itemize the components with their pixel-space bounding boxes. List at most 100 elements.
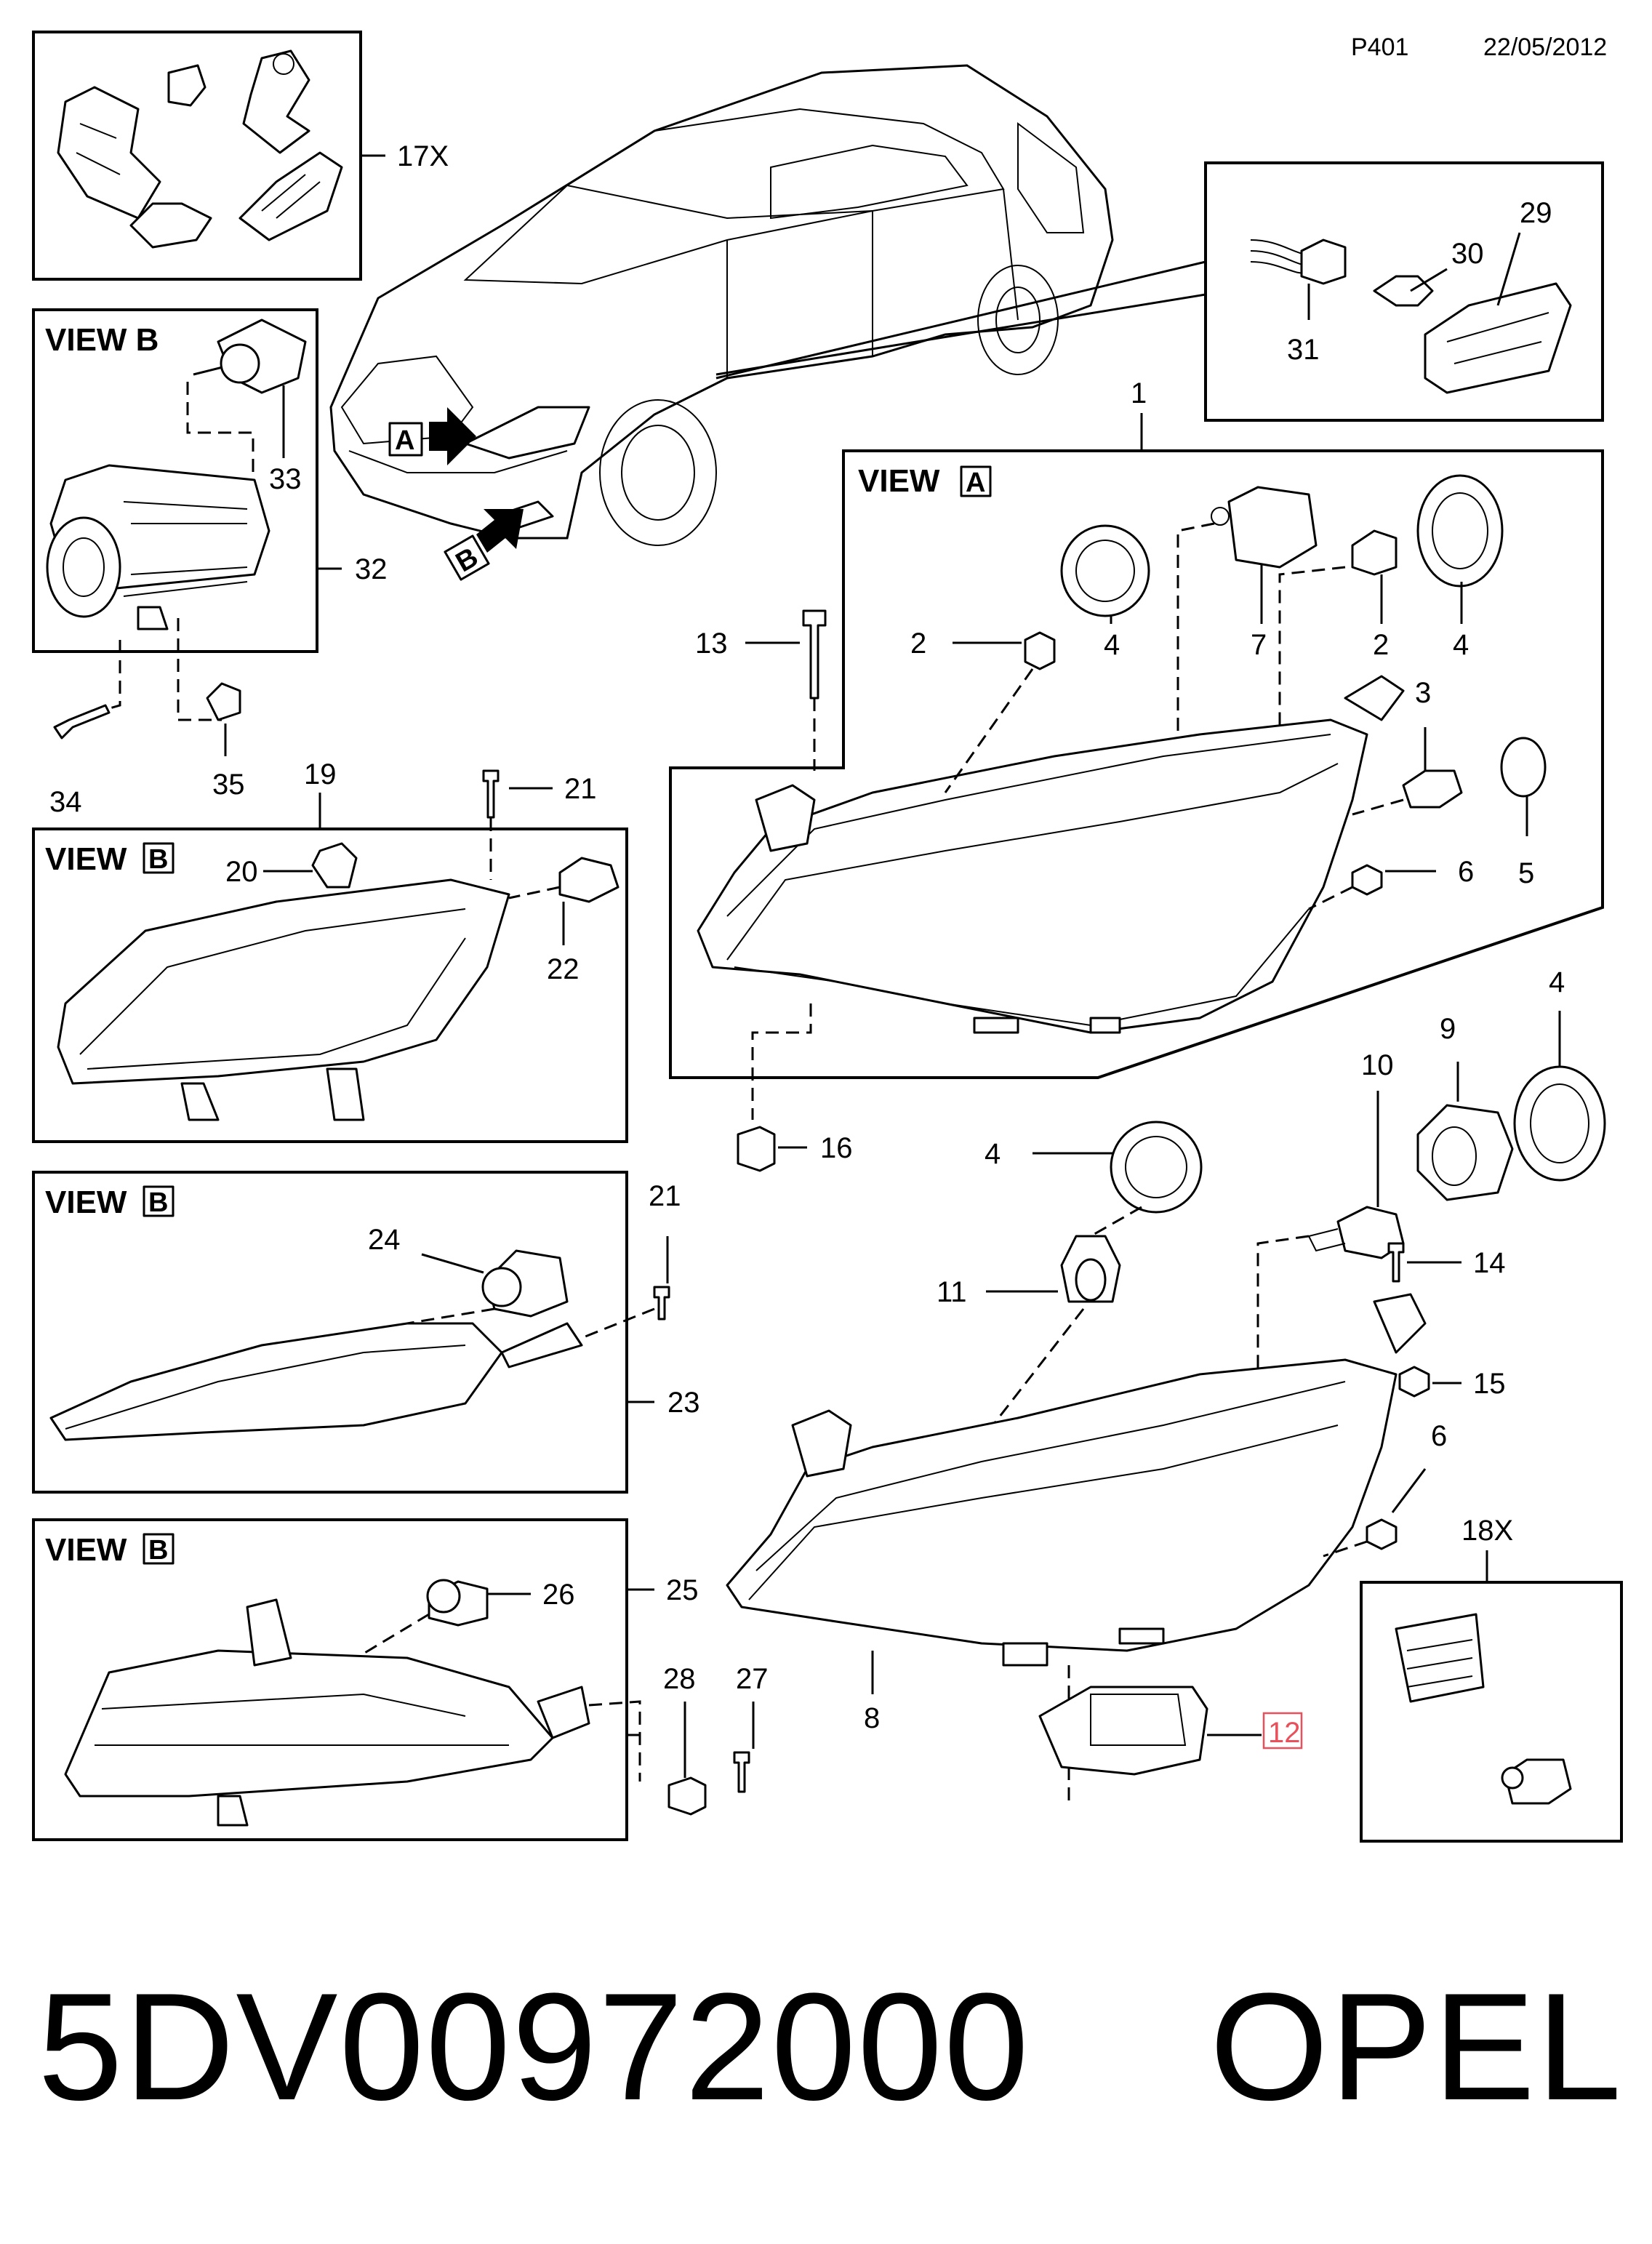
ballast-socket-9 (1416, 1104, 1514, 1201)
callout-6-lower: 6 (1431, 1420, 1447, 1452)
part-number: 5DV00972000 (38, 1961, 1030, 2132)
side-marker-parts (1250, 239, 1572, 394)
car-outline (329, 64, 1114, 546)
callout-11: 11 (937, 1276, 967, 1308)
kit-18x-parts (1395, 1613, 1572, 1805)
fog-lamp-bulb-33 (193, 318, 307, 394)
callout-10: 10 (1361, 1049, 1394, 1081)
view-b-label-1: VIEW B (45, 322, 159, 358)
bulb-3 (1402, 769, 1463, 809)
callout-23: 23 (667, 1387, 700, 1419)
brand-name: OPEL (1209, 1961, 1623, 2132)
page-date: 22/05/2012 (1483, 33, 1607, 61)
callout-18x: 18X (1461, 1515, 1513, 1547)
callout-1: 1 (1131, 377, 1147, 409)
callout-15: 15 (1473, 1368, 1506, 1400)
drl-lamp-23 (49, 1322, 583, 1441)
ballast-12 (1038, 1686, 1208, 1776)
view-b-frame-3 (32, 1171, 628, 1494)
view-a-box-letter: A (966, 468, 985, 498)
callout-4-top-right: 4 (1453, 629, 1469, 661)
view-a-arrow: A (388, 407, 476, 465)
bulb-2-left (1024, 631, 1056, 670)
headlamp-assembly-8 (726, 1293, 1427, 1667)
callout-33: 33 (269, 463, 302, 495)
callout-34: 34 (49, 786, 82, 818)
callout-21-mid: 21 (649, 1180, 681, 1212)
callout-21-top: 21 (564, 773, 597, 805)
callout-35: 35 (212, 769, 245, 801)
callout-2-left: 2 (910, 628, 926, 660)
fog-lamp-housing (46, 464, 270, 630)
callout-16: 16 (820, 1132, 853, 1164)
fog-housing-25 (64, 1598, 590, 1827)
view-b-arrow: B (444, 509, 524, 581)
callout-2-right: 2 (1373, 629, 1389, 661)
svg-text:A: A (395, 425, 414, 456)
callout-13: 13 (695, 628, 728, 660)
callout-27: 27 (736, 1663, 769, 1695)
clip-set-17x (57, 49, 343, 249)
callout-6-top: 6 (1458, 856, 1474, 888)
side-marker-frame (1204, 161, 1604, 422)
callout-30: 30 (1451, 238, 1484, 270)
kit-18x-frame (1360, 1581, 1623, 1843)
cap-4-right (1416, 474, 1504, 588)
clip-35 (206, 682, 241, 721)
cap-4-far-right (1513, 1065, 1606, 1182)
callout-4-top-left: 4 (1104, 629, 1120, 661)
callout-24: 24 (368, 1224, 401, 1256)
screw-13 (802, 609, 827, 700)
page-code: P401 (1351, 33, 1408, 61)
callout-22: 22 (547, 953, 580, 985)
view-b-label-4: VIEW (45, 1532, 127, 1568)
footer-caption: 5DV00972000 OPEL (38, 1963, 1623, 2131)
view-b-fog-frame (32, 308, 318, 653)
view-b-box-letter-4: B (148, 1535, 168, 1566)
callout-19: 19 (304, 758, 337, 790)
clip-6-lower (1366, 1518, 1398, 1550)
callout-4-far-right: 4 (1549, 966, 1565, 998)
bulb-2-right (1351, 529, 1398, 576)
callout-14: 14 (1473, 1247, 1506, 1279)
callout-9: 9 (1440, 1013, 1456, 1045)
screw-27 (733, 1751, 750, 1793)
view-b-label-3: VIEW (45, 1185, 127, 1220)
headlamp-assembly-1 (697, 675, 1405, 1034)
callout-12: 12 (1268, 1717, 1301, 1749)
view-b-box-letter-2: B (148, 844, 168, 875)
view-b-frame-2 (32, 828, 628, 1143)
cap-4-lower (1110, 1121, 1203, 1214)
clip-28 (667, 1776, 707, 1816)
callout-29: 29 (1520, 197, 1552, 229)
callout-31: 31 (1287, 334, 1320, 366)
callout-3: 3 (1415, 677, 1431, 709)
screw-21-top (482, 769, 500, 819)
screw-21-mid (653, 1286, 670, 1321)
clip-15 (1398, 1366, 1430, 1398)
bulb-20 (311, 842, 358, 889)
callout-4-lower: 4 (985, 1138, 1001, 1170)
callout-26: 26 (542, 1579, 575, 1611)
clip-16 (737, 1126, 776, 1172)
callout-8: 8 (864, 1702, 880, 1734)
bulb-22 (558, 857, 620, 903)
cap-4-left (1060, 524, 1150, 617)
callout-28: 28 (663, 1663, 696, 1695)
screw-14 (1387, 1242, 1405, 1283)
callout-25: 25 (666, 1574, 699, 1606)
view-b-frame-4 (32, 1518, 628, 1841)
callout-32: 32 (355, 553, 388, 585)
view-b-label-2: VIEW (45, 841, 127, 877)
screw-34 (53, 704, 111, 740)
callout-17x: 17X (397, 140, 449, 172)
clip-6-top (1351, 864, 1383, 896)
callout-12-highlight (1262, 1712, 1303, 1750)
callout-7: 7 (1251, 629, 1267, 661)
view-b-box-letter-3: B (148, 1187, 168, 1218)
callout-5: 5 (1518, 857, 1534, 889)
fog-bezel-19 (57, 878, 510, 1121)
adjuster-7 (1227, 486, 1318, 569)
callout-20: 20 (225, 856, 258, 888)
